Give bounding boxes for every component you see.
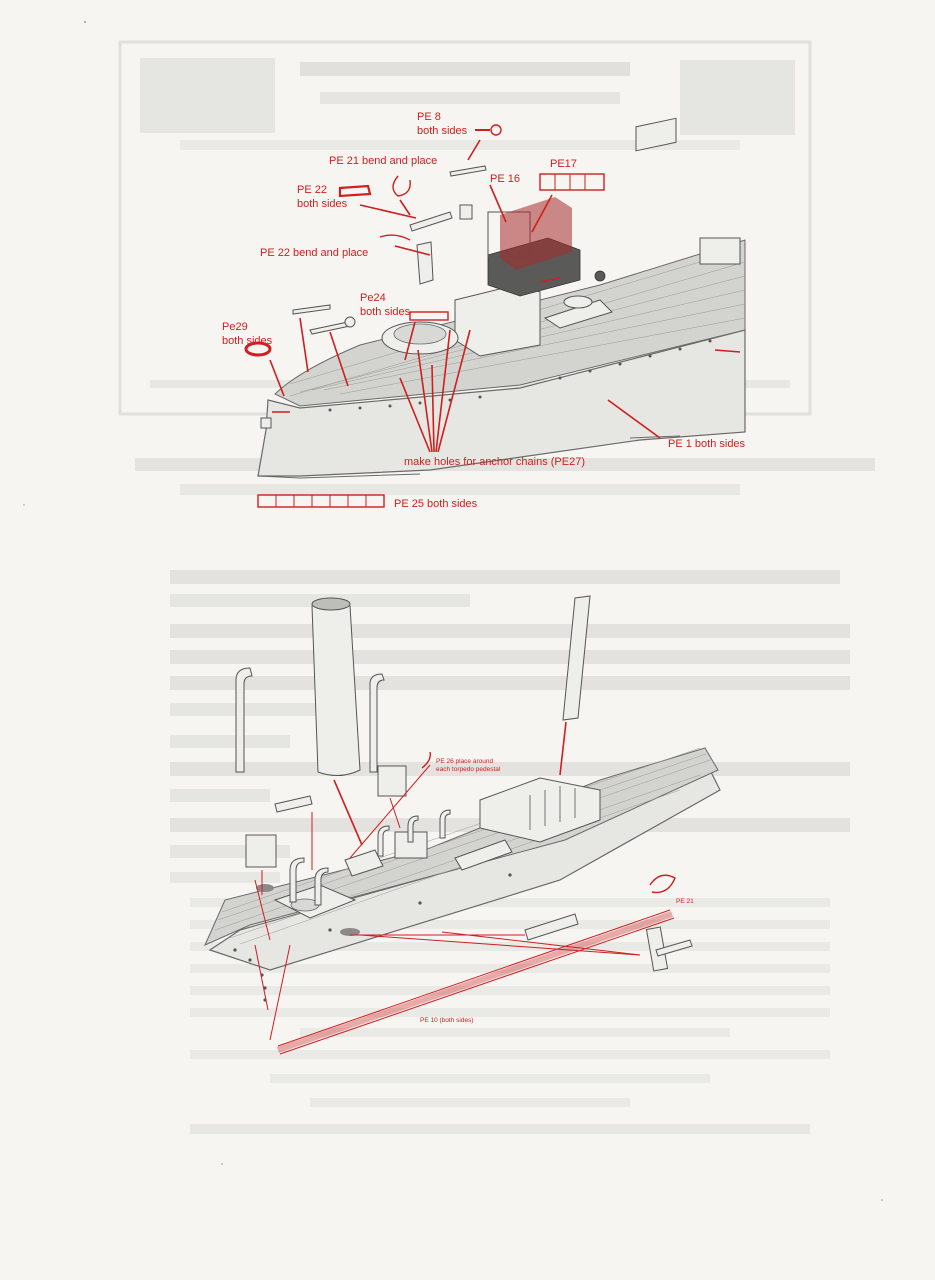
label-pe8: PE 8 xyxy=(417,111,441,123)
label-pe29-sub: both sides xyxy=(222,335,273,347)
label-pe22: PE 22 xyxy=(297,184,327,196)
label-pe29: Pe29 xyxy=(222,321,248,333)
lower-loose-parts xyxy=(235,595,693,972)
lower-pe-parts xyxy=(277,751,676,1055)
paper-specks xyxy=(23,21,883,1201)
lower-vents xyxy=(289,809,451,906)
lower-engine-room-casing xyxy=(479,777,601,843)
upper-loose-parts xyxy=(292,165,487,335)
upper-conning-cabin xyxy=(454,283,541,357)
lower-arrows xyxy=(254,721,641,1041)
label-pe24-sub: both sides xyxy=(360,306,411,318)
label-pe25: PE 25 both sides xyxy=(394,498,478,510)
label-pe21-bend: PE 21 bend and place xyxy=(329,155,437,167)
upper-deckhouse xyxy=(635,117,677,152)
lower-stern-diagram: PE 26 place around each torpedo pedestal… xyxy=(204,595,721,1055)
label-anchor-holes: make holes for anchor chains (PE27) xyxy=(404,456,585,468)
label-pe24: Pe24 xyxy=(360,292,386,304)
funnel-small xyxy=(562,595,591,721)
label-pe26-line1: PE 26 place around xyxy=(436,758,493,765)
upper-deck-planking xyxy=(289,249,746,397)
label-pe22-sub: both sides xyxy=(297,198,348,210)
upper-portholes xyxy=(328,339,712,412)
label-pe10: PE 10 (both sides) xyxy=(420,1017,473,1024)
label-pe8-sub: both sides xyxy=(417,125,468,137)
label-pe21: PE 21 xyxy=(676,898,694,905)
upper-bow-diagram: PE 8 both sides PE 21 bend and place PE … xyxy=(222,111,746,510)
upper-pe-parts xyxy=(244,124,605,508)
upper-hull xyxy=(257,329,746,477)
label-pe22-bend: PE 22 bend and place xyxy=(260,247,368,259)
label-pe26-line2: each torpedo pedestal xyxy=(436,766,501,773)
label-pe16: PE 16 xyxy=(490,173,520,185)
label-pe1: PE 1 both sides xyxy=(668,438,746,450)
label-pe17: PE17 xyxy=(550,158,577,170)
upper-arrows xyxy=(269,139,741,453)
lower-hull xyxy=(208,769,721,971)
